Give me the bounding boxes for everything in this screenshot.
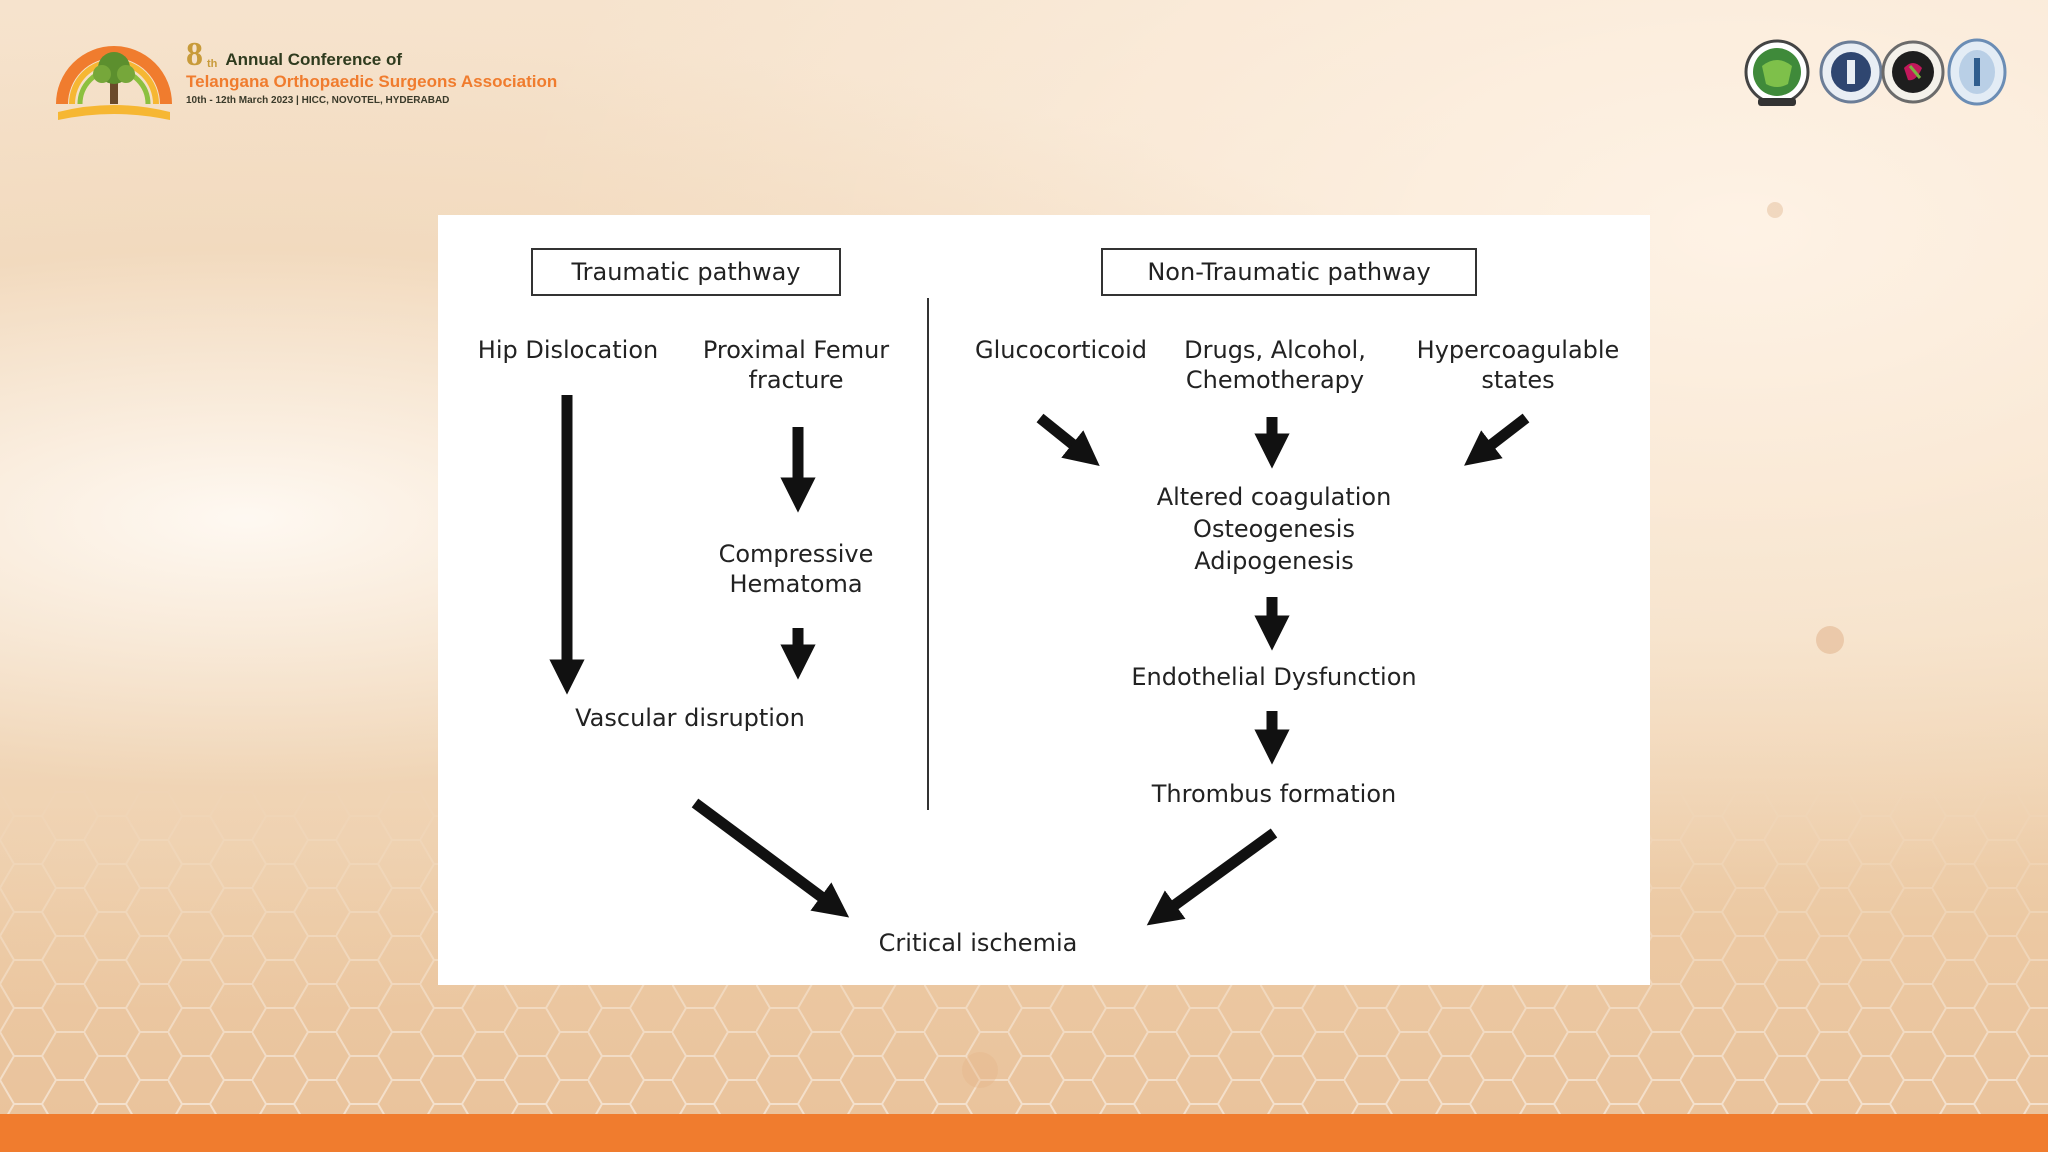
altered-coagulation-label: Altered coagulation Osteogenesis Adipoge… — [1156, 483, 1392, 575]
conference-line2: Telangana Orthopaedic Surgeons Associati… — [186, 72, 558, 91]
telangana-state-emblem-icon — [1744, 39, 1810, 106]
society-seal-icon — [1881, 40, 1945, 104]
hip-dislocation-label: Hip Dislocation — [477, 336, 659, 364]
hypercoagulable-states-label: Hypercoagulable states — [1416, 336, 1620, 394]
critical-ischemia-label: Critical ischemia — [878, 929, 1078, 957]
glucocorticoid-label: Glucocorticoid — [975, 336, 1147, 364]
association-seal-icon — [1819, 40, 1883, 104]
conference-title-block: 8 th Annual Conference of Telangana Orth… — [186, 36, 558, 107]
arrow-glucocorticoid-to-altered — [1036, 413, 1100, 467]
nontraumatic-pathway-header: Non-Traumatic pathway — [1101, 248, 1477, 296]
pathway-arrows — [549, 395, 1530, 926]
proximal-femur-fracture-label: Proximal Femur fracture — [702, 336, 890, 394]
vascular-disruption-label: Vascular disruption — [575, 704, 805, 732]
drugs-alcohol-chemotherapy-label: Drugs, Alcohol, Chemotherapy — [1184, 336, 1366, 394]
medical-council-seal-icon — [1947, 38, 2007, 106]
toscon-2023-emblem-icon — [56, 46, 172, 120]
arrow-hypercoagulable-to-altered — [1464, 413, 1530, 466]
bottom-accent-bar — [0, 1114, 2048, 1152]
pathway-divider — [927, 298, 929, 810]
pathway-diagram-panel: Traumatic pathway Non-Traumatic pathway … — [438, 215, 1650, 985]
endothelial-dysfunction-label: Endothelial Dysfunction — [1131, 663, 1417, 691]
conference-ordinal-suffix: th — [207, 58, 218, 70]
arrow-thrombus-to-critical — [1146, 828, 1278, 926]
thrombus-formation-label: Thrombus formation — [1151, 780, 1397, 808]
compressive-hematoma-label: Compressive Hematoma — [718, 540, 874, 598]
traumatic-pathway-header: Traumatic pathway — [531, 248, 841, 296]
conference-line3: 10th - 12th March 2023 | HICC, NOVOTEL, … — [186, 95, 450, 106]
conference-line1: Annual Conference of — [225, 50, 403, 69]
conference-ordinal: 8 — [186, 36, 203, 73]
arrow-vascular-to-critical — [691, 798, 850, 918]
